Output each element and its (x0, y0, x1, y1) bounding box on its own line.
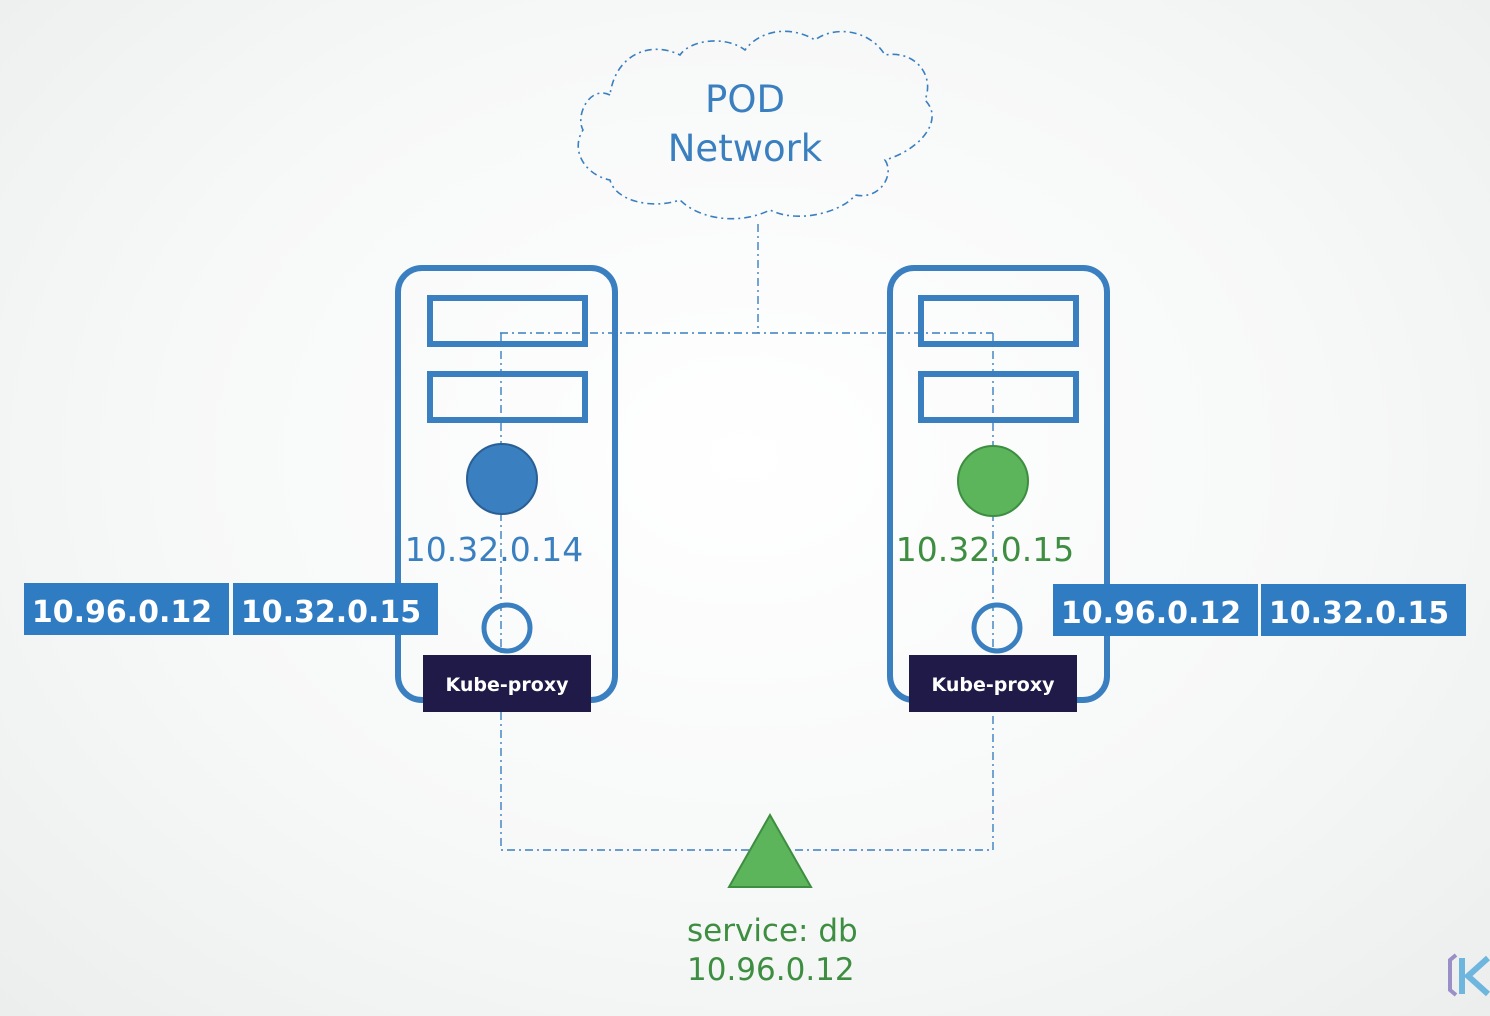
pod-1-circle (466, 443, 538, 515)
ip-table-1: 10.96.0.12 10.32.0.15 (24, 583, 438, 635)
ip-table-2-service-ip: 10.96.0.12 (1061, 596, 1241, 631)
pod-2-circle (957, 445, 1029, 517)
network-connections (500, 224, 994, 851)
kodekloud-logo-icon (1448, 953, 1490, 997)
ip-table-1-cell-2 (233, 583, 438, 635)
proxy-port-1-circle (481, 602, 533, 654)
ip-table-1-pod-ip: 10.32.0.15 (241, 595, 421, 630)
cloud-title-line2: Network (668, 127, 823, 170)
server-slot-2b (918, 371, 1079, 423)
pod-2-ip: 10.32.0.15 (896, 530, 1074, 569)
kube-proxy-2-box (909, 655, 1077, 712)
server-slot-1a (427, 295, 588, 347)
kube-proxy-1-label: Kube-proxy (446, 674, 570, 696)
ip-table-2-pod-ip: 10.32.0.15 (1269, 596, 1449, 631)
pod-network-cloud: POD Network (577, 30, 933, 220)
node-1: 10.32.0.14 Kube-proxy (395, 265, 618, 712)
cloud-shape-icon (577, 30, 933, 220)
kube-proxy-2-label: Kube-proxy (932, 674, 1056, 696)
service-name: service: db (687, 913, 858, 949)
ip-table-1-service-ip: 10.96.0.12 (32, 595, 212, 630)
pod-1-ip: 10.32.0.14 (405, 530, 583, 569)
service-link-line (500, 712, 994, 851)
ip-table-2-cell-2 (1261, 584, 1466, 636)
server-slot-2a (918, 295, 1079, 347)
service-db: service: db 10.96.0.12 (687, 812, 858, 988)
service-ip: 10.96.0.12 (687, 952, 855, 988)
ip-table-2-cell-1 (1053, 584, 1258, 636)
proxy-port-2-circle (971, 602, 1023, 654)
node-2: 10.32.0.15 Kube-proxy (887, 265, 1110, 712)
server-slot-1b (427, 371, 588, 423)
ip-table-1-cell-1 (24, 583, 229, 635)
ip-table-2: 10.96.0.12 10.32.0.15 (1053, 584, 1466, 636)
service-triangle-icon (727, 812, 813, 888)
cloud-title-line1: POD (705, 78, 785, 121)
kube-proxy-1-box (423, 655, 591, 712)
